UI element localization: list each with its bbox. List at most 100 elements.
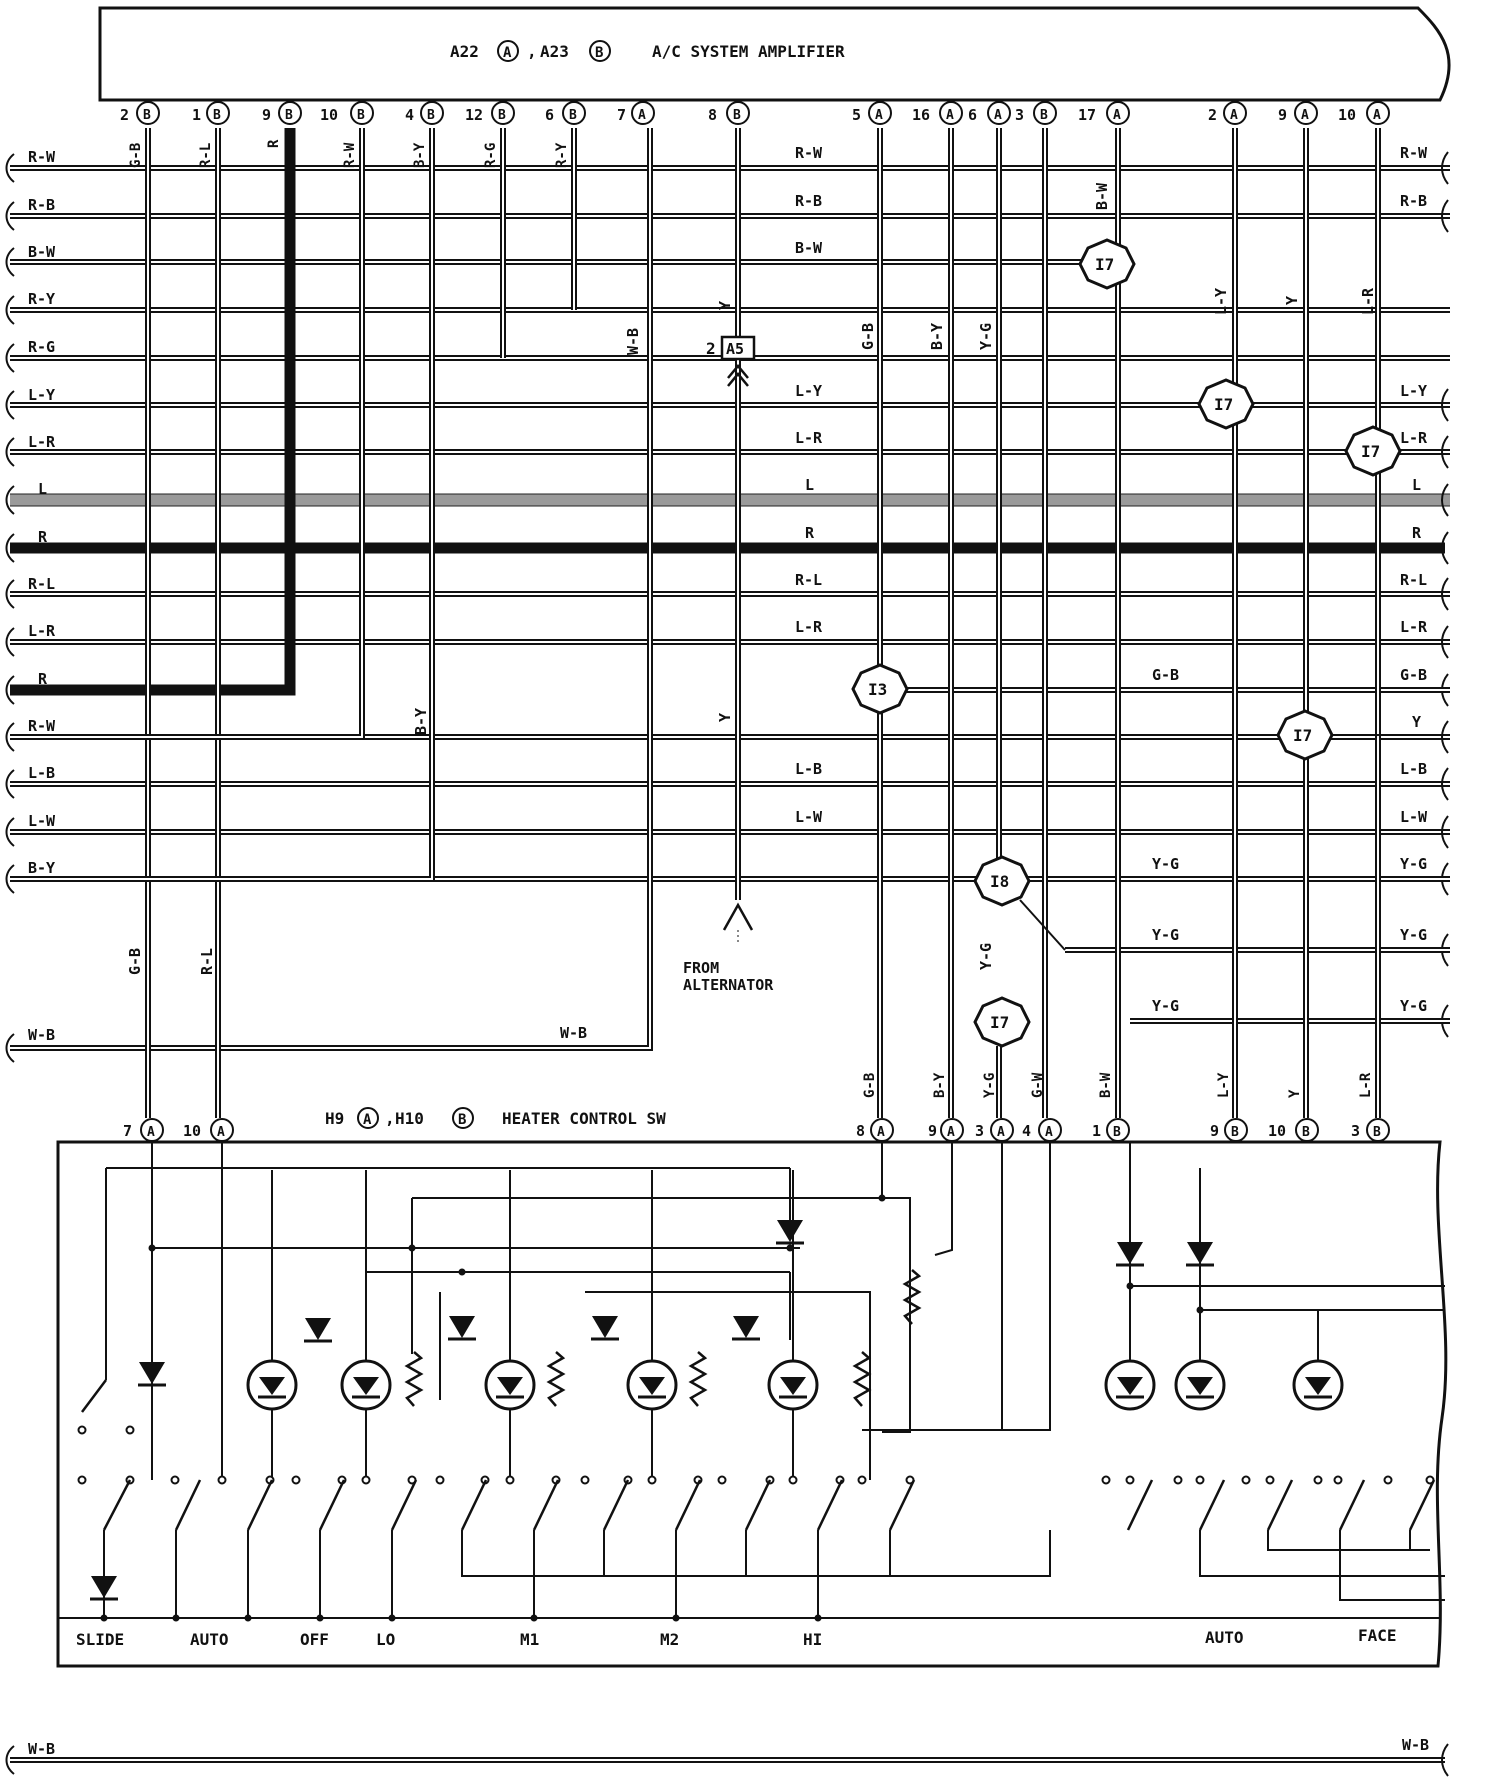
bus-end-bracket (5, 769, 15, 799)
junction-dot (878, 1194, 886, 1202)
bus-end-bracket (1441, 625, 1449, 659)
amp-pin-letter: B (498, 108, 506, 123)
switch-position-auto-2: AUTO (1205, 1628, 1244, 1647)
bus-end-bracket (5, 1745, 15, 1775)
vlabel-yg-lower: Y-G (977, 943, 995, 970)
vlabel-ly-upper: L-Y (1212, 288, 1230, 315)
amp-pin-letter: A (994, 108, 1002, 123)
wb-bottom-right-label: W-B (1402, 1736, 1429, 1754)
amp-pin-number: 8 (708, 106, 717, 124)
switch-contact (125, 1425, 135, 1435)
left-bus-label: R-Y (28, 290, 55, 308)
resistor-icon (688, 1351, 708, 1407)
amp-conn2-letter: B (595, 45, 603, 61)
amp-conn1-label: A22 (450, 42, 479, 61)
bus-end-bracket (5, 201, 15, 231)
heater-pin-letter: A (147, 1125, 155, 1140)
junction-label: I8 (990, 872, 1009, 891)
junction-i7-a: I7 (1078, 238, 1136, 290)
amp-pin-letter: B (427, 108, 435, 123)
heater-pin-wire: Y (1287, 1089, 1303, 1098)
junction-dot (786, 1244, 794, 1252)
wb-mid-label: W-B (560, 1024, 587, 1042)
heater-conn-sep: , (385, 1109, 395, 1128)
junction-label: I7 (1293, 726, 1312, 745)
bus-end-bracket (5, 675, 15, 705)
resistor-icon (546, 1351, 566, 1407)
switch-blade-icon (1266, 1479, 1294, 1531)
switch-contact (1241, 1475, 1251, 1485)
left-bus-label: L-R (28, 622, 56, 640)
junction-i7-c: I7 (1344, 425, 1402, 477)
bus-end-bracket (1441, 815, 1449, 849)
vwire-rw-core (10, 128, 363, 738)
bus-end-bracket (1441, 151, 1449, 185)
amp-pin-number: 3 (1015, 106, 1024, 124)
bus-end-bracket (5, 390, 15, 420)
junction-i3: I3 (851, 663, 909, 715)
switch-blade-icon (460, 1479, 488, 1531)
switch-contact (435, 1475, 445, 1485)
switch-contact (77, 1475, 87, 1485)
heater-pin-wire: L-R (1358, 1072, 1374, 1098)
wire-segment (862, 1142, 1051, 1431)
left-bus-label: R-G (28, 338, 55, 356)
amp-pin-letter: A (875, 108, 883, 123)
amp-pin-number: 1 (192, 106, 201, 124)
from-alternator-line2: ALTERNATOR (683, 976, 774, 994)
amp-conn1-letter: A (503, 45, 512, 61)
gb-bus-label: G-B (1152, 666, 1179, 684)
wire-segment (461, 1530, 1051, 1577)
left-bus-label: L-R (28, 433, 56, 451)
left-bus-label: L-B (28, 764, 55, 782)
amp-pin-number: 2 (120, 106, 129, 124)
junction-label: I7 (1214, 395, 1233, 414)
amp-pin-number: 9 (262, 106, 271, 124)
left-bus-label: R-B (28, 196, 55, 214)
switch-contact (1265, 1475, 1275, 1485)
switch-position-auto: AUTO (190, 1630, 229, 1649)
amp-pin-wire: R-Y (554, 142, 570, 168)
switch-position-lo: LO (376, 1630, 395, 1649)
amp-pin-number: 4 (405, 106, 414, 124)
led-arrow (497, 1377, 523, 1395)
diode-icon (777, 1220, 803, 1242)
switch-blade-icon (246, 1479, 274, 1531)
right-bus-label: R-L (1400, 571, 1427, 589)
right-bus-label: L-R (1400, 429, 1428, 447)
bus-end-bracket (5, 722, 15, 752)
right-bus-label: L (1412, 476, 1421, 494)
bus-end-bracket (5, 247, 15, 277)
left-bus-label: L-Y (28, 386, 55, 404)
right-bus-label: L-W (1400, 808, 1428, 826)
mid-bus-label: R-B (795, 192, 822, 210)
left-bus-labels: R-W R-B B-W R-Y R-G L-Y L-R L R R-L L-R … (28, 148, 56, 877)
heater-pin-letter: A (1045, 1125, 1053, 1140)
bus-end-bracket (1441, 720, 1449, 754)
led-arrow (353, 1377, 379, 1395)
wire-segment (1339, 1530, 1445, 1601)
led-arrow (1305, 1377, 1331, 1395)
diode-icon (449, 1316, 475, 1338)
right-bus-label: Y-G (1400, 997, 1427, 1015)
switch-contact (1173, 1475, 1183, 1485)
right-bus-label: Y-G (1400, 926, 1427, 944)
bus-wire-r-short (10, 128, 296, 696)
heater-pin-number: 9 (928, 1122, 937, 1140)
switch-contact (788, 1475, 798, 1485)
switch-position-m2: M2 (660, 1630, 679, 1649)
vlabel-y-right: Y (1283, 296, 1301, 305)
heater-pin-letter: B (1302, 1125, 1310, 1140)
right-bus-label: R-W (1400, 144, 1428, 162)
heater-pin-letter: B (1373, 1125, 1381, 1140)
bus-end-bracket (5, 1033, 15, 1063)
amp-pin-letter: A (1230, 108, 1238, 123)
bus-wire-wb-core (10, 128, 651, 1049)
left-bus-label: R-L (28, 575, 55, 593)
left-bus-label: R-W (28, 717, 56, 735)
bus-end-bracket (1441, 577, 1449, 611)
amplifier-box: A22 A , A23 B A/C SYSTEM AMPLIFIER (98, 6, 1451, 102)
mid-bus-label: R-L (795, 571, 822, 589)
heater-conn2-letter: B (458, 1112, 466, 1128)
